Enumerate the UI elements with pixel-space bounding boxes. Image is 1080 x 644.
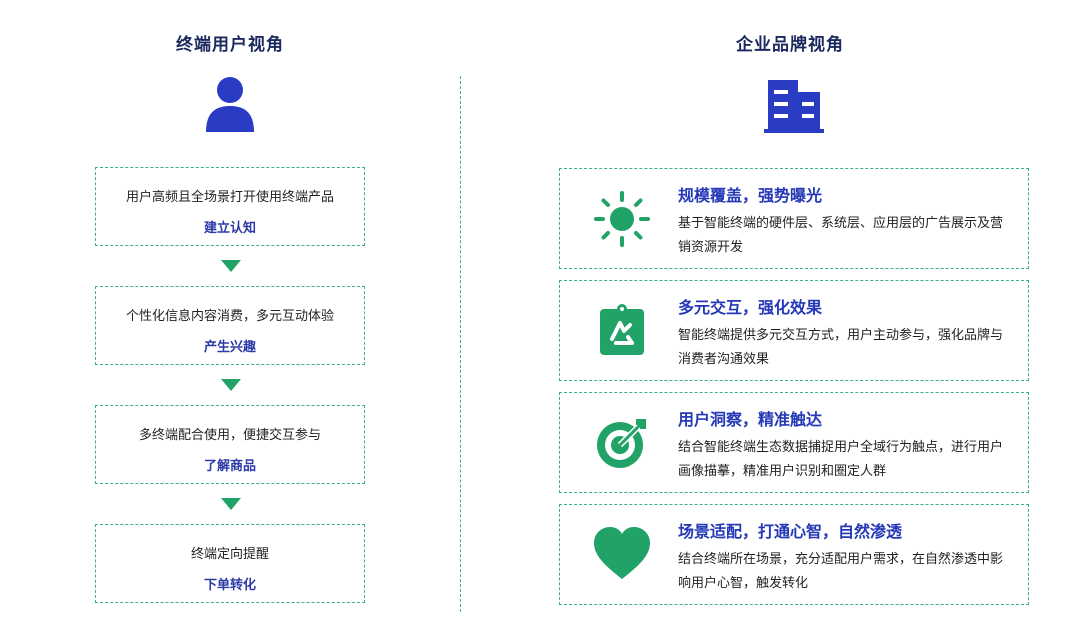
down-arrow-icon bbox=[221, 498, 241, 510]
step-description: 个性化信息内容消费，多元互动体验 bbox=[125, 309, 334, 324]
feature-description: 智能终端提供多元交互方式，用户主动参与，强化品牌与消费者沟通效果 bbox=[678, 328, 1004, 367]
feature-box-insight: 用户洞察，精准触达 结合智能终端生态数据捕捉用户全域行为触点，进行用户画像描摹，… bbox=[559, 392, 1029, 493]
sun-icon bbox=[594, 191, 650, 247]
feature-title: 多元交互，强化效果 bbox=[678, 298, 823, 317]
down-arrow-icon bbox=[221, 379, 241, 391]
step-description: 用户高频且全场景打开使用终端产品 bbox=[125, 190, 334, 205]
step-box-understanding: 多终端配合使用，便捷交互参与 了解商品 bbox=[95, 405, 365, 484]
feature-box-scenario: 场景适配，打通心智，自然渗透 结合终端所在场景，充分适配用户需求，在自然渗透中影… bbox=[559, 504, 1029, 605]
brand-perspective-title: 企业品牌视角 bbox=[736, 35, 844, 55]
step-keyword: 下单转化 bbox=[203, 578, 256, 593]
feature-box-coverage: 规模覆盖，强势曝光 基于智能终端的硬件层、系统层、应用层的广告展示及营销资源开发 bbox=[559, 168, 1029, 269]
user-icon bbox=[206, 77, 254, 132]
step-box-conversion: 终端定向提醒 下单转化 bbox=[95, 524, 365, 603]
step-keyword: 了解商品 bbox=[203, 459, 256, 474]
column-divider bbox=[460, 76, 461, 612]
end-user-perspective-title: 终端用户视角 bbox=[176, 35, 284, 55]
step-description: 多终端配合使用，便捷交互参与 bbox=[138, 428, 321, 443]
interaction-icon bbox=[600, 304, 644, 355]
target-icon bbox=[597, 419, 646, 468]
feature-title: 规模覆盖，强势曝光 bbox=[678, 186, 823, 205]
step-box-interest: 个性化信息内容消费，多元互动体验 产生兴趣 bbox=[95, 286, 365, 365]
feature-description: 结合终端所在场景，充分适配用户需求，在自然渗透中影响用户心智，触发转化 bbox=[678, 552, 1004, 591]
feature-description: 基于智能终端的硬件层、系统层、应用层的广告展示及营销资源开发 bbox=[678, 216, 1004, 255]
feature-box-interaction: 多元交互，强化效果 智能终端提供多元交互方式，用户主动参与，强化品牌与消费者沟通… bbox=[559, 280, 1029, 381]
feature-title: 用户洞察，精准触达 bbox=[678, 410, 823, 429]
feature-description: 结合智能终端生态数据捕捉用户全域行为触点，进行用户画像描摹，精准用户识别和圈定人… bbox=[678, 440, 1004, 479]
feature-title: 场景适配，打通心智，自然渗透 bbox=[678, 522, 903, 541]
down-arrow-icon bbox=[221, 260, 241, 272]
building-icon bbox=[764, 80, 824, 133]
step-description: 终端定向提醒 bbox=[190, 547, 269, 562]
step-keyword: 建立认知 bbox=[203, 221, 256, 236]
heart-icon bbox=[594, 527, 650, 579]
step-box-awareness: 用户高频且全场景打开使用终端产品 建立认知 bbox=[95, 167, 365, 246]
step-keyword: 产生兴趣 bbox=[203, 340, 256, 355]
